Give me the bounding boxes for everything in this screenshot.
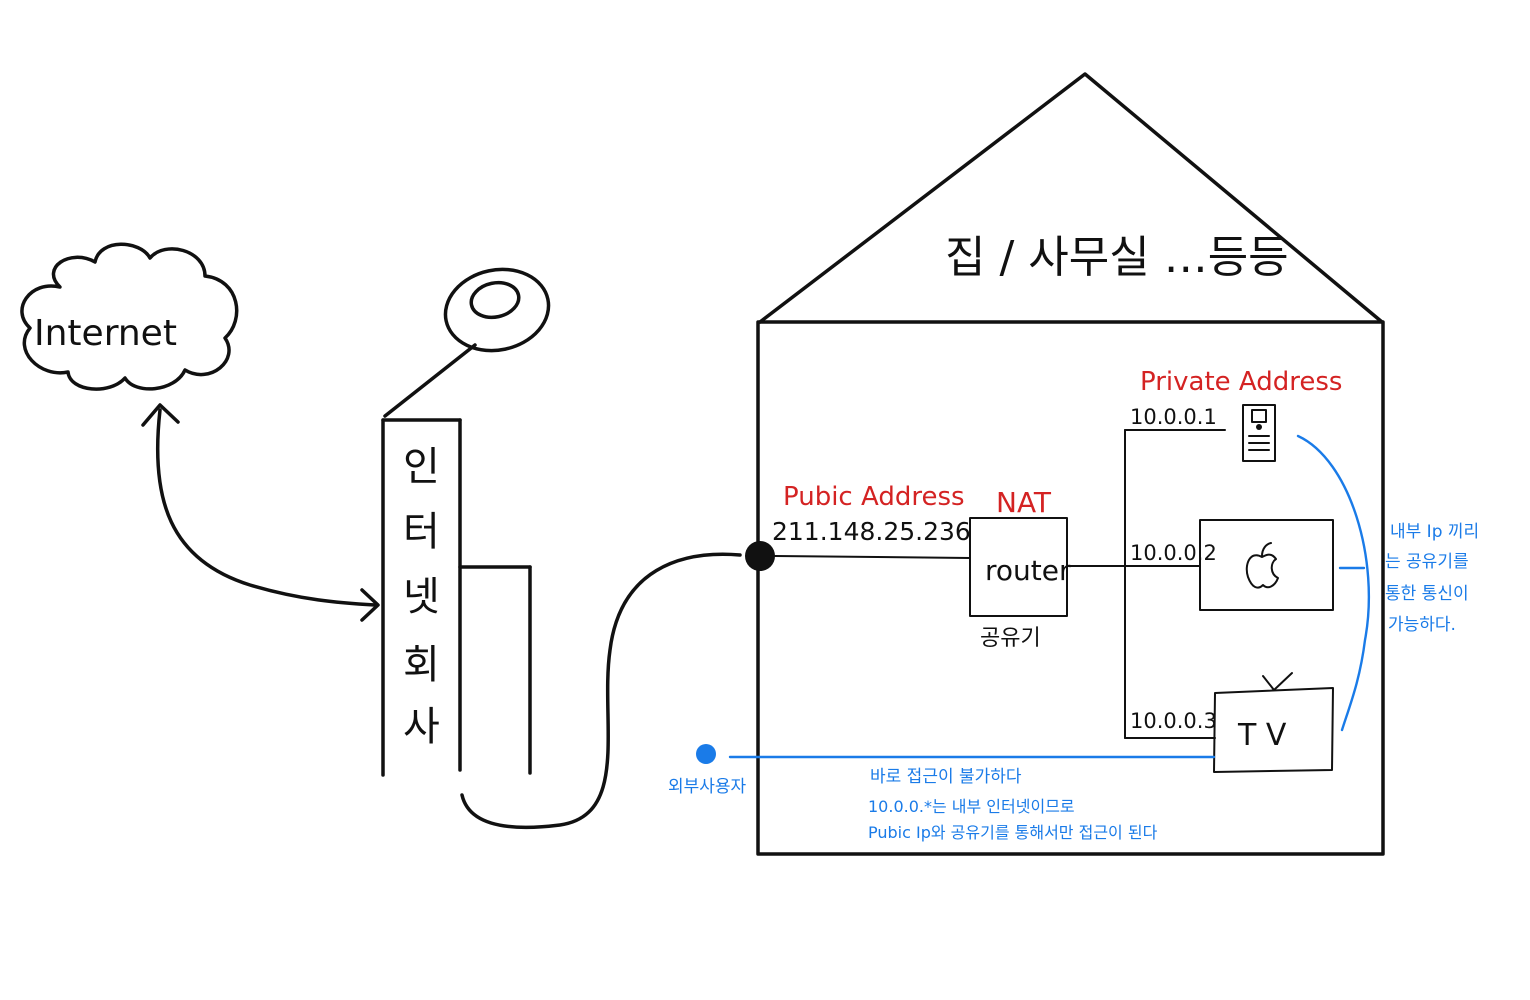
- isp-char-1: 인: [403, 444, 440, 490]
- external-user: 외부사용자 바로 접근이 불가하다 10.0.0.*는 내부 인터넷이므로 Pu…: [668, 744, 1216, 842]
- router: NAT router 공유기: [969, 486, 1071, 651]
- lan-wiring: [1067, 429, 1226, 739]
- isp-char-5: 사: [403, 704, 440, 750]
- isp-char-2: 터: [403, 509, 440, 555]
- router-caption: 공유기: [980, 626, 1041, 651]
- internal-note-line-1: 내부 Ip 끼리: [1390, 522, 1479, 542]
- internet-cloud: Internet: [20, 242, 239, 391]
- external-user-dot: [696, 744, 716, 764]
- wan-port-dot: [745, 541, 775, 571]
- internal-note-line-2: 는 공유기를: [1385, 552, 1469, 572]
- isp-cable: [460, 552, 742, 830]
- explain-line-1: 10.0.0.*는 내부 인터넷이므로: [868, 797, 1075, 816]
- public-address: Pubic Address 211.148.25.236: [745, 482, 971, 571]
- isp-building: 인 터 넷 회 사: [381, 267, 551, 777]
- internal-note-line-4: 가능하다.: [1388, 615, 1456, 635]
- isp-char-4: 회: [403, 642, 440, 688]
- internal-comm-note: 내부 Ip 끼리 는 공유기를 통한 통신이 가능하다.: [1296, 434, 1479, 732]
- no-access-note: 바로 접근이 불가하다: [870, 767, 1022, 787]
- internet-label: Internet: [34, 313, 177, 354]
- tv-label: T V: [1237, 718, 1287, 753]
- tv-icon: [1213, 672, 1334, 773]
- external-user-label: 외부사용자: [668, 777, 747, 797]
- explain-line-2: Pubic Ip와 공유기를 통해서만 접근이 된다: [868, 823, 1158, 842]
- isp-char-3: 넷: [403, 574, 440, 620]
- house: 집 / 사무실 …등등: [756, 72, 1385, 856]
- apple-icon: [1245, 542, 1279, 589]
- device-tv: 10.0.0.3 T V: [1130, 672, 1334, 773]
- internet-isp-link: [141, 403, 380, 622]
- device-1-ip: 10.0.0.1: [1130, 405, 1217, 429]
- router-label: router: [985, 554, 1071, 587]
- house-title: 집 / 사무실 …등등: [945, 232, 1289, 283]
- public-ip: 211.148.25.236: [772, 517, 971, 546]
- nat-label: NAT: [996, 486, 1052, 519]
- device-phone: 10.0.0.1: [1130, 404, 1276, 462]
- phone-icon: [1242, 404, 1276, 462]
- device-3-ip: 10.0.0.3: [1130, 709, 1217, 733]
- private-address-heading: Private Address: [1140, 367, 1342, 397]
- internal-note-line-3: 통한 통신이: [1385, 584, 1469, 604]
- device-computer: 10.0.0.2: [1130, 519, 1334, 611]
- device-2-ip: 10.0.0.2: [1130, 541, 1217, 565]
- public-address-heading: Pubic Address: [783, 482, 965, 512]
